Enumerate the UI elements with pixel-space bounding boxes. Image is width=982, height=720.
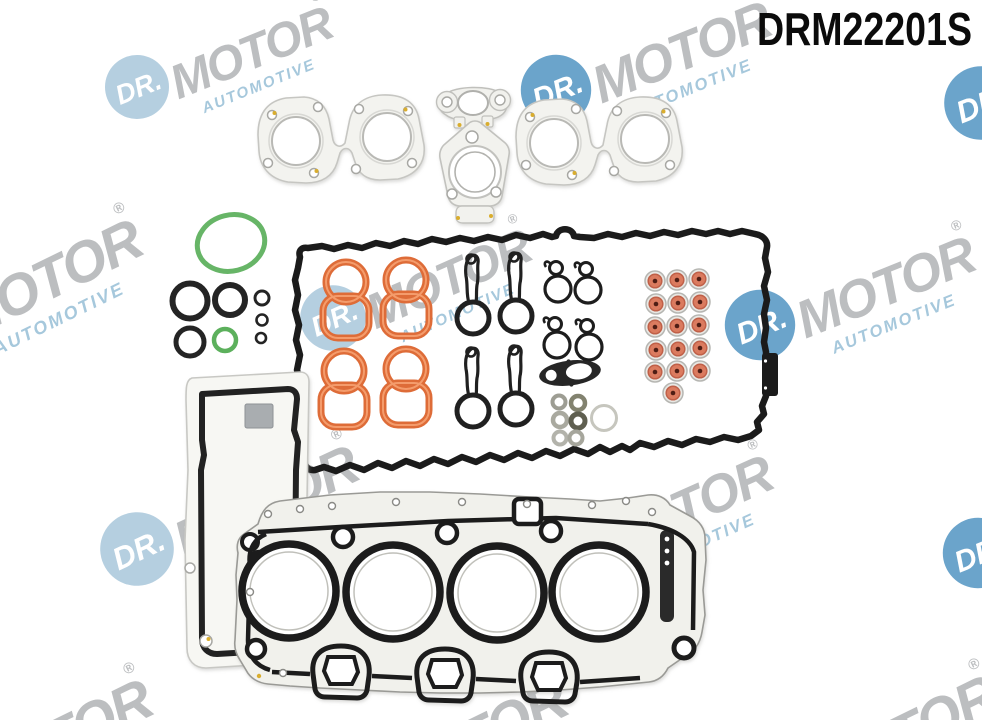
dr-motor-watermark: DR. MOTOR ® AUTOMOTIVE: [0, 198, 153, 359]
black-o-ring-medium: [212, 282, 248, 318]
cylinder-bores: [238, 540, 650, 644]
watermark-circle-logo: [724, 289, 796, 361]
pump-gasket-4: [500, 346, 532, 426]
egr-flange-gasket: [435, 86, 512, 129]
part-number-label: DRM22201S: [757, 3, 972, 55]
gasket-info-patch: [244, 403, 274, 429]
watermark-circle-logo: [104, 54, 170, 120]
wire-gasket-4: [574, 317, 604, 362]
watermark-circle-logo: [944, 66, 982, 140]
watermark-motor-text: MOTOR: [0, 667, 163, 720]
wire-gasket-3: [542, 315, 572, 360]
watermark-circle-logo: [100, 512, 174, 586]
watermark-circle-logo: [942, 517, 982, 589]
bottom-bead-loops: [310, 643, 580, 705]
oil-drain-flange-gasket: [539, 359, 601, 387]
valve-cover-mount-tab: [762, 353, 778, 396]
pump-gasket-3: [457, 348, 489, 428]
dr-motor-watermark: DR. MOTOR ® AUTOMOTIVE: [942, 517, 982, 589]
intake-port-gasket-3: [321, 351, 367, 427]
wire-gasket-2: [573, 260, 603, 305]
dr-motor-watermark: DR. MOTOR ® AUTOMOTIVE: [944, 66, 982, 140]
black-o-ring-large: [169, 280, 211, 322]
sealing-washers: [550, 393, 618, 447]
large-seal-ring: [590, 404, 618, 432]
intake-port-gasket-4: [383, 349, 429, 425]
black-o-ring-lower: [173, 325, 207, 359]
black-o-ring-small-3: [254, 331, 268, 345]
exhaust-flange-gasket: [438, 120, 511, 224]
watermark-motor-text: MOTOR: [798, 663, 982, 720]
green-oval-o-ring: [194, 212, 268, 274]
valve-cover-gasket: [291, 226, 778, 475]
cylinder-head-gasket: [233, 491, 707, 705]
valve-stem-seal-set: [644, 268, 711, 404]
wire-gasket-1: [543, 259, 573, 304]
head-gasket-holes: [245, 496, 657, 678]
o-ring-cluster: [169, 212, 271, 359]
exhaust-manifold-gasket-right: [516, 97, 682, 185]
dr-motor-watermark: DR. MOTOR ® AUTOMOTIVE: [798, 654, 982, 720]
black-o-ring-small-2: [255, 313, 269, 327]
exhaust-manifold-gasket-left: [258, 95, 424, 183]
black-o-ring-small-1: [253, 289, 271, 307]
green-o-ring-small: [211, 326, 239, 354]
dr-motor-watermark: DR. MOTOR ® AUTOMOTIVE: [0, 658, 163, 720]
watermark-registered-mark: ®: [308, 0, 323, 5]
